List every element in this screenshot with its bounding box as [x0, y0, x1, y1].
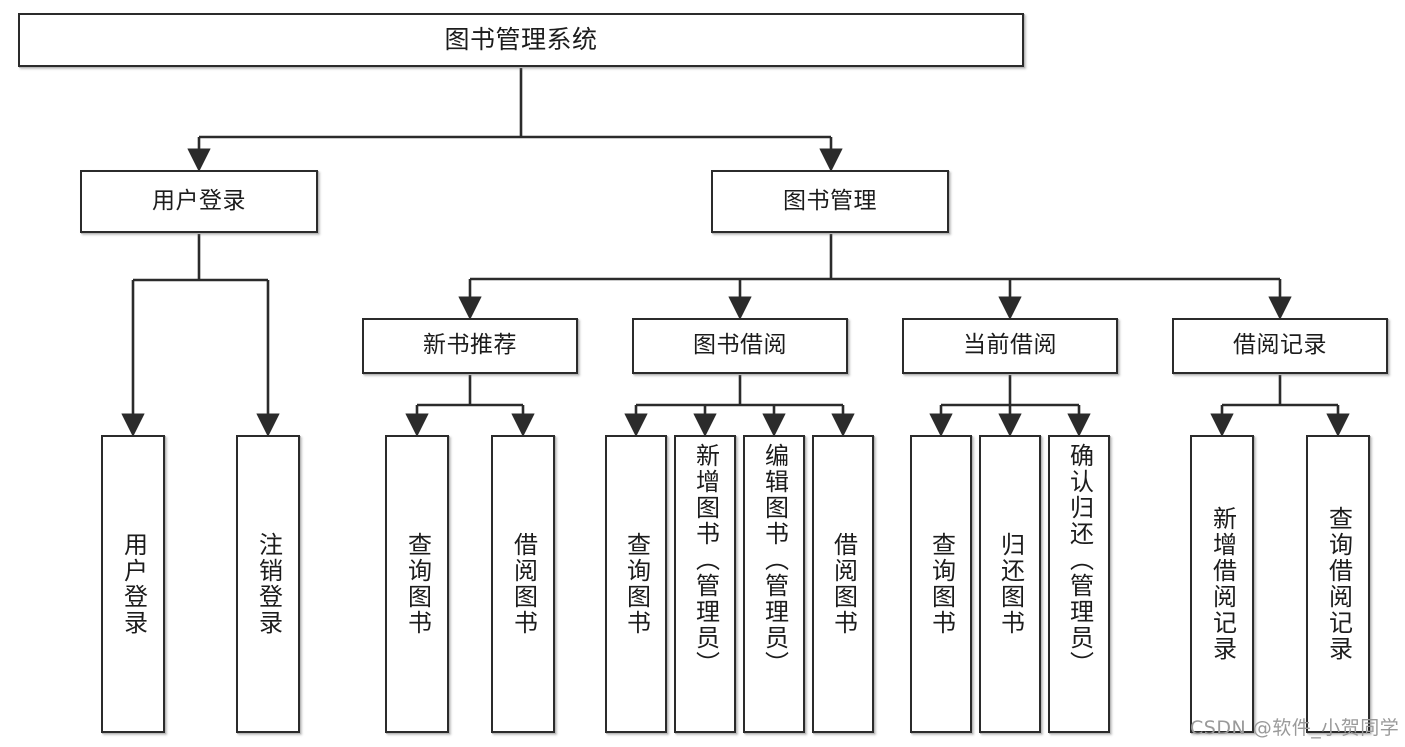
node-label: 图书借阅 [693, 332, 787, 359]
node-label: 借阅图书 [829, 532, 858, 636]
node-label: 查询图书 [927, 532, 956, 636]
node-label: 查询图书 [403, 532, 432, 636]
node-leaf-query-book-2[interactable]: 查询图书 [605, 435, 667, 733]
node-label: 查询借阅记录 [1324, 506, 1353, 662]
node-label: 用户登录 [119, 532, 148, 636]
node-book-borrow[interactable]: 图书借阅 [632, 318, 848, 374]
node-label: 确认归还（管理员） [1065, 443, 1094, 677]
node-leaf-query-record[interactable]: 查询借阅记录 [1306, 435, 1370, 733]
node-label: 注销登录 [254, 532, 283, 636]
node-label: 编辑图书（管理员） [760, 443, 789, 677]
node-label: 新增图书（管理员） [691, 443, 720, 677]
node-current-borrow[interactable]: 当前借阅 [902, 318, 1118, 374]
node-leaf-borrow-book-2[interactable]: 借阅图书 [812, 435, 874, 733]
node-label: 借阅记录 [1233, 332, 1327, 359]
node-leaf-add-book[interactable]: 新增图书（管理员） [674, 435, 736, 733]
node-leaf-query-book-3[interactable]: 查询图书 [910, 435, 972, 733]
node-label: 图书管理 [783, 187, 877, 214]
node-leaf-return-book[interactable]: 归还图书 [979, 435, 1041, 733]
node-label: 查询图书 [622, 532, 651, 636]
node-label: 借阅图书 [509, 532, 538, 636]
node-book-management[interactable]: 图书管理 [711, 170, 949, 233]
node-leaf-user-login[interactable]: 用户登录 [101, 435, 165, 733]
node-label: 新增借阅记录 [1208, 506, 1237, 662]
node-new-book-recommend[interactable]: 新书推荐 [362, 318, 578, 374]
node-label: 当前借阅 [963, 332, 1057, 359]
node-label: 新书推荐 [423, 332, 517, 359]
node-leaf-query-book-1[interactable]: 查询图书 [385, 435, 449, 733]
node-label: 用户登录 [152, 187, 246, 214]
node-leaf-edit-book[interactable]: 编辑图书（管理员） [743, 435, 805, 733]
node-user-login[interactable]: 用户登录 [80, 170, 318, 233]
node-root-book-management-system[interactable]: 图书管理系统 [18, 13, 1024, 67]
watermark-text: CSDN @软件_小贺同学 [1190, 717, 1400, 739]
node-label: 图书管理系统 [444, 25, 598, 55]
node-leaf-logout-login[interactable]: 注销登录 [236, 435, 300, 733]
node-borrow-record[interactable]: 借阅记录 [1172, 318, 1388, 374]
node-label: 归还图书 [996, 532, 1025, 636]
node-leaf-confirm-return[interactable]: 确认归还（管理员） [1048, 435, 1110, 733]
node-leaf-add-record[interactable]: 新增借阅记录 [1190, 435, 1254, 733]
node-leaf-borrow-book-1[interactable]: 借阅图书 [491, 435, 555, 733]
